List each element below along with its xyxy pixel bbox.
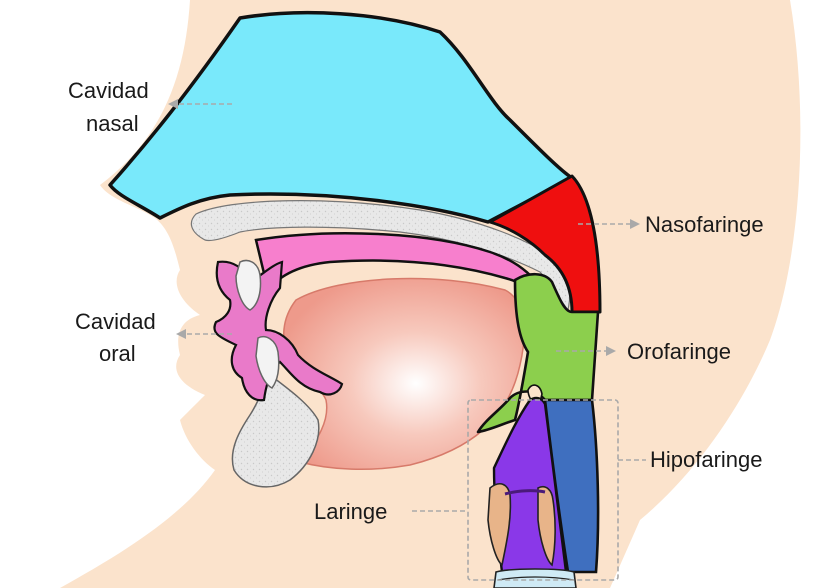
oral-cavity-label-line2: oral <box>99 341 136 366</box>
nasal-cavity-label-line1: Cavidad <box>68 78 149 103</box>
nasal-cavity-label-line2: nasal <box>86 111 139 136</box>
nasopharynx-label: Nasofaringe <box>645 212 764 237</box>
larynx-label: Laringe <box>314 499 387 524</box>
oropharynx-label: Orofaringe <box>627 339 731 364</box>
hypopharynx-label: Hipofaringe <box>650 447 763 472</box>
oral-cavity-label-line1: Cavidad <box>75 309 156 334</box>
